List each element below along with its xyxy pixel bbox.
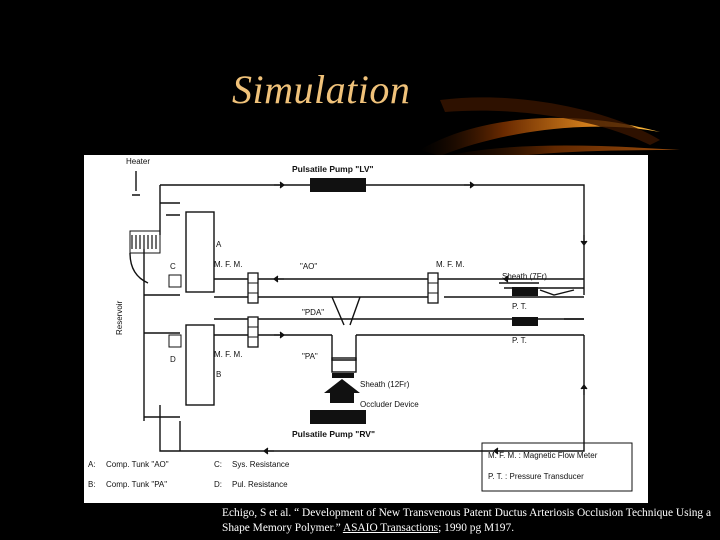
label-ao: "AO" [300,262,317,271]
label-pt-top: P. T. [512,302,527,311]
label-b: B [216,370,221,379]
legend-text-b: Comp. Tunk "PA" [106,480,167,489]
label-mfm-c: M. F. M. [214,260,242,269]
legend-key-d: D: [214,480,222,489]
label-pump-rv: Pulsatile Pump "RV" [292,429,375,439]
resistance-c [168,274,182,288]
label-reservoir: Reservoir [115,300,124,335]
legend-key-a: A: [88,460,96,469]
label-mfm-d: M. F. M. [214,350,242,359]
pressure-transducer-bottom [512,317,538,326]
legend-text-d: Pul. Resistance [232,480,288,489]
flow-meter-right [427,272,439,304]
label-d: D [170,355,176,364]
legend-text-a: Comp. Tunk "AO" [106,460,169,469]
citation-details: ; 1990 pg M197. [438,522,515,534]
legend-key-b: B: [88,480,96,489]
pressure-transducer-top [512,287,538,296]
legend-text-c: Sys. Resistance [232,460,290,469]
resistance-d [168,334,182,348]
label-pt-bottom: P. T. [512,336,527,345]
pump-rv [310,410,366,424]
slide-title: Simulation [232,67,411,112]
label-heater: Heater [126,157,150,166]
flow-meter-c [247,272,259,304]
label-sheath-12fr: Sheath (12Fr) [360,380,410,389]
label-sheath-7fr: Sheath (7Fr) [502,272,547,281]
citation: Echigo, S et al. “ Development of New Tr… [222,506,712,536]
legend-mfm: M. F. M. : Magnetic Flow Meter [488,451,598,460]
label-mfm-right: M. F. M. [436,260,464,269]
diagram-panel: Heater Reservoir Pulsatile Pump "LV" Pul… [84,155,648,503]
label-a: A [216,240,222,249]
label-c: C [170,262,176,271]
legend-pt: P. T. : Pressure Transducer [488,472,584,481]
occluder-arrow [324,379,360,403]
label-pa: "PA" [302,352,318,361]
flow-meter-d [247,316,259,348]
citation-text: Echigo, S et al. “ Development of New Tr… [222,507,712,534]
legend-key-c: C: [214,460,222,469]
flow-circuit-diagram: Heater Reservoir Pulsatile Pump "LV" Pul… [88,157,633,492]
citation-journal: ASAIO Transactions [342,522,439,534]
legend-box [481,442,633,492]
pump-lv [310,178,366,192]
label-pda: "PDA" [302,308,324,317]
heater-coil [131,235,157,249]
label-pump-lv: Pulsatile Pump "LV" [292,164,374,174]
label-occluder: Occluder Device [360,400,419,409]
